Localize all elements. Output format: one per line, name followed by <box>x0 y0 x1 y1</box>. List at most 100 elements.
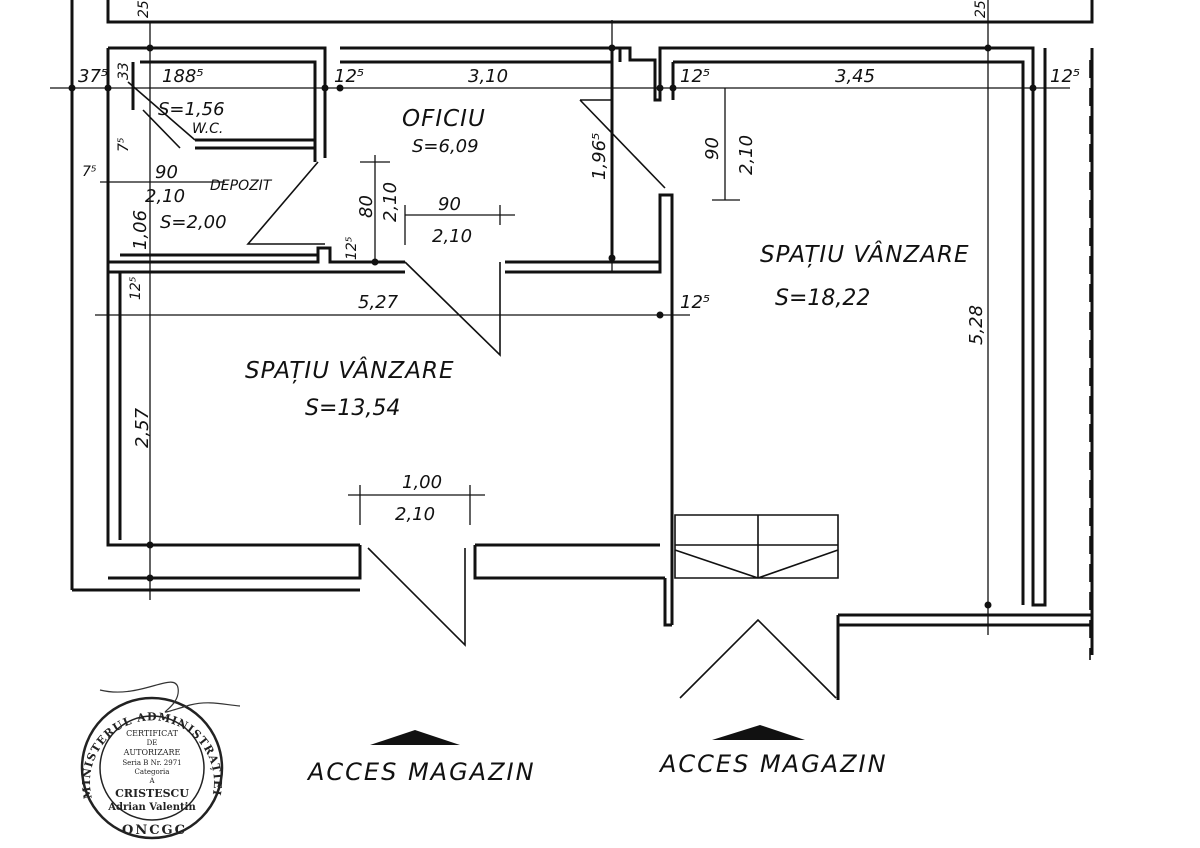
room-labels: W.C. S=1,56 DEPOZIT S=2,00 OFICIU S=6,09… <box>158 99 969 421</box>
dimension-lines <box>50 0 1070 635</box>
dim-1885: 188⁵ <box>162 66 204 87</box>
dim-dot <box>371 258 379 266</box>
dim-210-vert-right <box>712 88 740 201</box>
left-sale-top <box>108 270 405 540</box>
dim-37: 37⁵ <box>78 66 108 87</box>
rooms-top-wall <box>108 46 1047 607</box>
dim-106: 1,06 <box>130 210 151 250</box>
wc-area: S=1,56 <box>158 99 225 120</box>
dim-528: 5,28 <box>966 305 987 345</box>
dim-dot <box>146 574 154 582</box>
top-wall-left <box>70 0 1094 590</box>
dim-75-b: 7⁵ <box>82 164 97 180</box>
sale-left-area: S=13,54 <box>305 396 400 421</box>
dimension-labels: 37⁵ 33 188⁵ 12⁵ 3,10 12⁵ 3,45 12⁵ 1,96⁵ … <box>78 0 1080 525</box>
sale-right-name: SPAȚIU VÂNZARE <box>760 240 969 268</box>
oficiu-area: S=6,09 <box>412 136 479 157</box>
stamp-line5: Categoria <box>135 768 170 776</box>
walls <box>70 0 1094 700</box>
oficiu-name: OFICIU <box>402 106 486 132</box>
depozit-area: S=2,00 <box>160 212 227 233</box>
door-right-room <box>579 99 666 189</box>
stamp-line3: AUTORIZARE <box>123 748 181 757</box>
dim-dot <box>669 84 677 92</box>
dim-33: 33 <box>116 62 132 80</box>
door-depozit <box>142 109 181 149</box>
doors <box>127 81 839 699</box>
dim-dot <box>608 254 616 262</box>
dim-25-top: 25 <box>136 0 152 18</box>
wc-partition <box>195 138 315 150</box>
dim-125-a: 12⁵ <box>334 66 364 87</box>
dim-210-door: 2,10 <box>395 504 435 525</box>
dim-dot <box>656 84 664 92</box>
dim-mid-line <box>360 155 515 265</box>
wc-name: W.C. <box>192 121 223 137</box>
dim-527: 5,27 <box>358 292 399 313</box>
door-wc <box>127 81 196 141</box>
dim-dot <box>1029 84 1037 92</box>
dim-75-a: 7⁵ <box>116 137 132 152</box>
dim-210-dep: 2,10 <box>145 186 185 207</box>
dim-210-mid2: 2,10 <box>432 226 472 247</box>
dim-dot <box>104 84 112 92</box>
dim-257: 2,57 <box>132 407 153 448</box>
stamp-outer-ring <box>80 696 224 840</box>
access-arrow-right-icon <box>712 725 805 740</box>
dim-125-d: 12⁵ <box>344 236 360 260</box>
stamp-outer-text: MINISTERUL ADMINISTRAȚIEI PUBLICE <box>0 0 224 803</box>
dim-90-mid: 90 <box>438 194 461 215</box>
bottom-wall-right <box>663 578 1092 700</box>
dim-1965: 1,96⁵ <box>589 133 610 180</box>
dim-25-top2: 25 <box>973 0 989 18</box>
stamp-line6: A <box>148 777 155 785</box>
depozit-name: DEPOZIT <box>210 178 273 194</box>
door-entrance-right <box>679 618 837 699</box>
access-arrow-left-icon <box>370 730 460 745</box>
dim-dot <box>321 84 329 92</box>
stamp-line4: Seria B Nr. 2971 <box>122 759 181 767</box>
dim-dot <box>336 84 344 92</box>
dim-90-v: 90 <box>702 137 723 160</box>
outer-left-wall <box>72 48 360 592</box>
dim-310: 3,10 <box>468 66 508 87</box>
oficiu-bottom <box>505 193 674 625</box>
signature-icon <box>99 681 241 713</box>
dim-80: 80 <box>356 195 377 218</box>
dim-90-dep: 90 <box>155 162 178 183</box>
dim-210-v: 2,10 <box>736 135 757 175</box>
access-markers: ACCES MAGAZIN ACCES MAGAZIN <box>306 725 888 786</box>
dim-125-c: 12⁵ <box>1050 66 1080 87</box>
dim-dot <box>984 601 992 609</box>
dim-door-line <box>348 485 485 525</box>
stamp-line7: CRISTESCU <box>115 787 189 800</box>
sale-right-area: S=18,22 <box>775 286 870 311</box>
dim-dot <box>984 44 992 52</box>
stamp-inner-ring <box>99 715 205 821</box>
access-left-label: ACCES MAGAZIN <box>306 758 536 786</box>
dim-125-b: 12⁵ <box>680 66 710 87</box>
dim-100: 1,00 <box>402 472 442 493</box>
dim-125-f: 12⁵ <box>680 292 710 313</box>
door-entrance-left <box>367 547 466 647</box>
stamp-line8: Adrian Valentin <box>107 802 196 813</box>
stamp-line1: CERTIFICAT <box>126 729 179 738</box>
right-outer <box>1033 48 1094 655</box>
dim-125-e: 12⁵ <box>128 276 144 300</box>
bottom-wall-left <box>108 543 665 580</box>
access-right-label: ACCES MAGAZIN <box>658 750 888 778</box>
dim-dot <box>146 541 154 549</box>
dim-210-mid: 2,10 <box>380 182 401 222</box>
dim-dot <box>146 44 154 52</box>
stamp-bottom-text: ONCGC <box>122 823 187 838</box>
depozit-bottom <box>108 246 405 264</box>
stamp-line2: DE <box>147 739 158 747</box>
dim-dot <box>68 84 76 92</box>
vitrine <box>674 514 839 579</box>
sale-left-name: SPAȚIU VÂNZARE <box>245 356 454 384</box>
dim-dot <box>608 44 616 52</box>
dim-dot <box>656 311 664 319</box>
dim-345: 3,45 <box>835 66 875 87</box>
door-oficiu <box>246 161 325 245</box>
